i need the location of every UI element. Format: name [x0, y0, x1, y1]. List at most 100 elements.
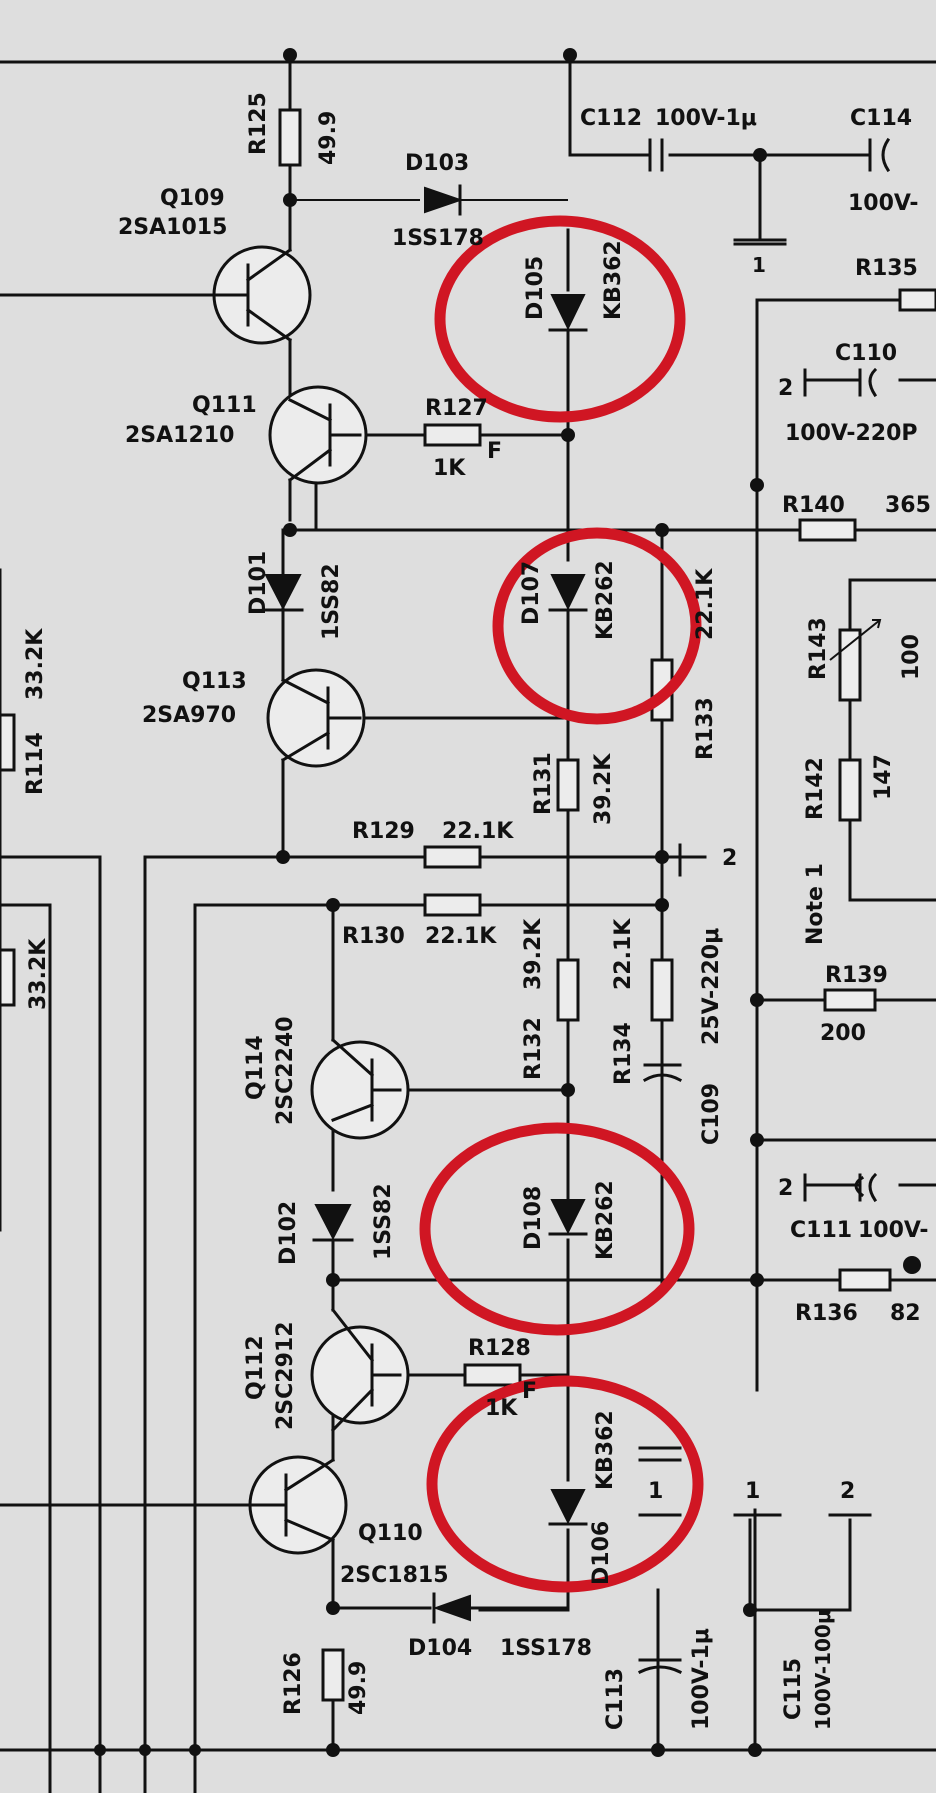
label-c112-value: 100V-1μ [655, 106, 757, 131]
label-d107: D107 [519, 561, 544, 625]
label-d106-type: KB362 [593, 1410, 618, 1490]
label-q114: Q114 [243, 1035, 268, 1100]
highlight-ring-d105 [434, 215, 686, 423]
label-r142-value: 147 [871, 754, 896, 800]
resistor-r114-top [0, 713, 16, 772]
label-r114-lower: 33.2K [26, 938, 51, 1010]
label-r114-value: 33.2K [23, 628, 48, 700]
label-d101: D101 [246, 551, 271, 615]
label-r133-value: 22.1K [693, 568, 718, 640]
label-r136: R136 [795, 1301, 858, 1326]
label-d102: D102 [276, 1201, 301, 1265]
resistor-r134 [650, 958, 674, 1022]
label-f-r128: F [522, 1379, 537, 1404]
label-c109: C109 [699, 1083, 724, 1145]
label-d101-type: 1SS82 [319, 563, 344, 640]
label-r126-value: 49.9 [346, 1661, 371, 1715]
highlight-ring-d108 [419, 1122, 695, 1336]
resistor-r125 [278, 108, 302, 167]
label-c114-value: 100V- [848, 191, 918, 216]
highlight-ring-d107 [492, 527, 702, 725]
label-pin-1b: 1 [745, 1479, 760, 1504]
label-q109-type: 2SA1015 [118, 215, 227, 240]
label-c110-pin: 2 [778, 376, 793, 401]
label-q113: Q113 [182, 669, 247, 694]
label-q111-type: 2SA1210 [125, 423, 234, 448]
resistor-r127 [423, 423, 482, 447]
label-d104-type: 1SS178 [500, 1636, 592, 1661]
label-c111: C111 [790, 1218, 852, 1243]
label-q112: Q112 [243, 1335, 268, 1400]
label-q109: Q109 [160, 186, 225, 211]
label-r127-value: 1K [433, 456, 466, 481]
resistor-r139 [823, 988, 877, 1012]
label-q110: Q110 [358, 1521, 423, 1546]
label-q114-type: 2SC2240 [273, 1016, 298, 1125]
label-r134: R134 [611, 1022, 636, 1085]
label-r125-value: 49.9 [316, 111, 341, 165]
resistor-r129 [423, 845, 482, 869]
label-c110-value: 100V-220P [785, 421, 918, 446]
label-q110-type: 2SC1815 [340, 1563, 449, 1588]
label-pin-2d: 2 [840, 1479, 855, 1504]
label-f-r127: F [487, 439, 502, 464]
label-d107-type: KB262 [593, 560, 618, 640]
label-r135: R135 [855, 256, 918, 281]
label-r130: R130 [342, 924, 405, 949]
label-d105: D105 [523, 256, 548, 320]
label-c112-pin: 1 [752, 253, 766, 277]
label-c113: C113 [603, 1668, 628, 1730]
label-q113-type: 2SA970 [142, 703, 236, 728]
label-d102-type: 1SS82 [371, 1183, 396, 1260]
resistor-r130 [423, 893, 482, 917]
resistor-r131 [556, 758, 580, 812]
resistor-r140 [798, 518, 857, 542]
label-d104: D104 [408, 1636, 472, 1661]
label-r129: R129 [352, 819, 415, 844]
resistor-r132 [556, 958, 580, 1022]
label-q111: Q111 [192, 393, 257, 418]
resistor-r128 [463, 1363, 522, 1387]
label-c115: C115 [781, 1658, 806, 1720]
label-r130-value: 22.1K [425, 924, 497, 949]
label-r139-value: 200 [820, 1021, 866, 1046]
label-r129-pin: 2 [722, 846, 737, 871]
label-d108: D108 [521, 1186, 546, 1250]
resistor-r135 [898, 288, 936, 312]
resistor-r114-bottom [0, 948, 16, 1007]
label-c111-value: 100V- [858, 1218, 928, 1243]
capacitor-symbols [637, 137, 891, 1675]
label-r128-value: 1K [485, 1396, 518, 1421]
wiring [0, 53, 936, 1793]
junction-dots [94, 48, 921, 1757]
label-r131-value: 39.2K [591, 753, 616, 825]
label-d106: D106 [589, 1521, 614, 1585]
label-d103-type: 1SS178 [392, 226, 484, 251]
label-c111-pin: 2 [778, 1176, 793, 1201]
label-c112: C112 [580, 106, 642, 131]
label-r134-value: 22.1K [611, 918, 636, 990]
label-d105-type: KB362 [601, 240, 626, 320]
label-c109-value: 25V-220μ [699, 928, 724, 1045]
label-r132: R132 [521, 1017, 546, 1080]
transistor-q114 [310, 1040, 410, 1140]
component-labels: R125 49.9 Q109 2SA1015 D103 1SS178 C112 … [23, 92, 931, 1730]
highlight-ring-d106 [426, 1375, 704, 1593]
label-d108-type: KB262 [593, 1180, 618, 1260]
resistor-r142 [838, 758, 862, 822]
diode-symbols [262, 184, 588, 1624]
label-q112-type: 2SC2912 [273, 1321, 298, 1430]
transistor-symbols [0, 245, 410, 1555]
label-c110: C110 [835, 341, 897, 366]
highlight-rings [419, 215, 704, 1593]
label-r136-value: 82 [890, 1301, 921, 1326]
label-r143: R143 [806, 617, 831, 680]
label-r143-value: 100 [899, 634, 924, 680]
label-r131: R131 [531, 752, 556, 815]
label-c113-value: 100V-1μ [689, 1628, 714, 1730]
label-note: Note 1 [803, 863, 828, 945]
transistor-q113 [266, 668, 366, 768]
label-d103: D103 [405, 151, 469, 176]
label-r127: R127 [425, 396, 488, 421]
label-r114: R114 [23, 732, 48, 795]
